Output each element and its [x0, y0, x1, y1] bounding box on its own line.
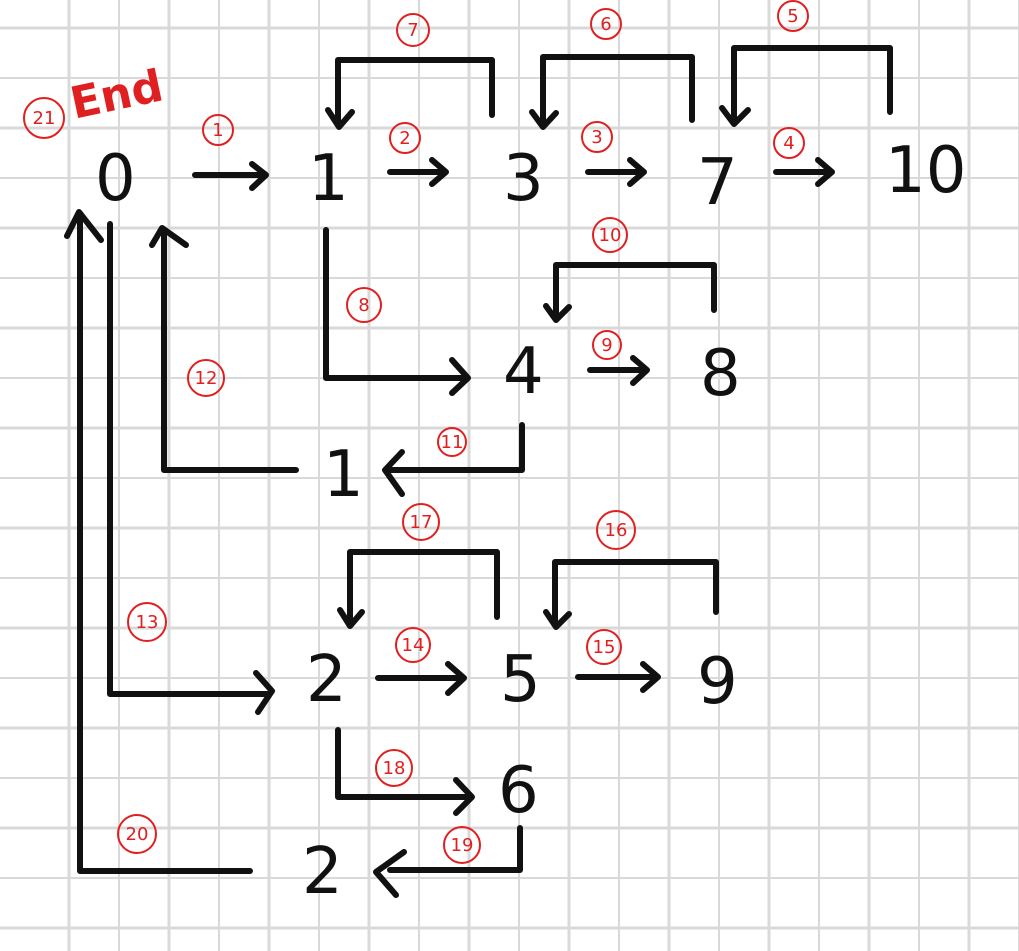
- node-9: 9: [697, 645, 738, 719]
- step-5-label: 5: [787, 6, 798, 27]
- step-2: 2: [389, 122, 421, 154]
- step-11-label: 11: [441, 432, 464, 453]
- edge-back-7-to-3: [529, 54, 695, 130]
- step-19: 19: [443, 826, 481, 864]
- step-annotations: 1 2 3 4 5 6 7 8 9 10 11 12 13 14 15 16 1…: [23, 0, 809, 864]
- edge-2-to-6: [335, 727, 475, 816]
- edge-7-to-10: [773, 157, 835, 187]
- step-14: 14: [395, 627, 431, 663]
- edge-5-to-9: [575, 661, 661, 693]
- edge-1-to-4: [323, 227, 471, 396]
- edge-4-to-1-return: [382, 422, 525, 497]
- step-3-label: 3: [591, 127, 602, 148]
- edge-1-to-0-return: [149, 225, 299, 473]
- step-4: 4: [773, 127, 805, 159]
- step-1: 1: [202, 114, 234, 146]
- edge-back-8-to-4: [543, 262, 717, 323]
- step-16: 16: [596, 510, 636, 550]
- node-1-return: 1: [323, 438, 364, 512]
- step-21: 21: [23, 97, 65, 139]
- step-8-label: 8: [358, 295, 369, 316]
- node-6: 6: [498, 754, 539, 828]
- edge-back-10-to-7: [719, 45, 893, 127]
- step-20: 20: [117, 814, 157, 854]
- node-0: 0: [95, 142, 136, 216]
- edge-3-to-7: [585, 157, 647, 187]
- node-4: 4: [503, 335, 544, 409]
- node-2: 2: [306, 643, 347, 717]
- step-4-label: 4: [783, 133, 794, 154]
- step-20-label: 20: [126, 824, 149, 845]
- step-19-label: 19: [451, 835, 474, 856]
- node-8: 8: [700, 337, 741, 411]
- step-10-label: 10: [599, 225, 622, 246]
- node-7: 7: [697, 146, 738, 220]
- edge-0-to-2: [107, 221, 275, 715]
- step-9-label: 9: [601, 335, 612, 356]
- step-6: 6: [590, 8, 622, 40]
- step-10: 10: [592, 217, 628, 253]
- step-16-label: 16: [605, 520, 628, 541]
- step-12: 12: [187, 359, 225, 397]
- edges: [64, 45, 893, 898]
- step-13: 13: [127, 602, 167, 642]
- step-11: 11: [437, 427, 467, 457]
- step-6-label: 6: [600, 14, 611, 35]
- step-18: 18: [375, 749, 413, 787]
- step-17: 17: [402, 503, 440, 541]
- step-7-label: 7: [407, 20, 418, 41]
- step-3: 3: [581, 121, 613, 153]
- step-2-label: 2: [399, 128, 410, 149]
- step-12-label: 12: [195, 368, 218, 389]
- step-21-label: 21: [33, 108, 56, 129]
- edge-6-to-2-return: [373, 825, 523, 898]
- step-13-label: 13: [136, 612, 159, 633]
- node-10: 10: [885, 134, 966, 208]
- step-1-label: 1: [212, 120, 223, 141]
- step-15-label: 15: [593, 637, 616, 658]
- end-label: End: [66, 60, 167, 129]
- nodes: 0 1 3 7 10 4 8 1 2 5 9 6 2: [95, 134, 966, 909]
- edge-back-9-to-5: [543, 559, 719, 630]
- step-8: 8: [346, 287, 382, 323]
- step-9: 9: [592, 330, 622, 360]
- edge-back-5-to-2: [337, 549, 500, 629]
- step-5: 5: [777, 0, 809, 32]
- step-7: 7: [396, 13, 430, 47]
- node-2-return: 2: [302, 835, 343, 909]
- node-1: 1: [308, 142, 349, 216]
- edge-1-to-3: [387, 157, 449, 187]
- edge-2-to-0-return: [64, 209, 253, 874]
- step-15: 15: [586, 629, 622, 665]
- node-3: 3: [503, 142, 544, 216]
- step-14-label: 14: [402, 635, 425, 656]
- edge-0-to-1: [192, 161, 269, 191]
- edge-4-to-8: [587, 355, 650, 386]
- node-5: 5: [500, 643, 541, 717]
- step-18-label: 18: [383, 758, 406, 779]
- step-17-label: 17: [410, 512, 433, 533]
- edge-2-to-5: [375, 661, 467, 696]
- edge-back-3-to-1: [325, 57, 495, 130]
